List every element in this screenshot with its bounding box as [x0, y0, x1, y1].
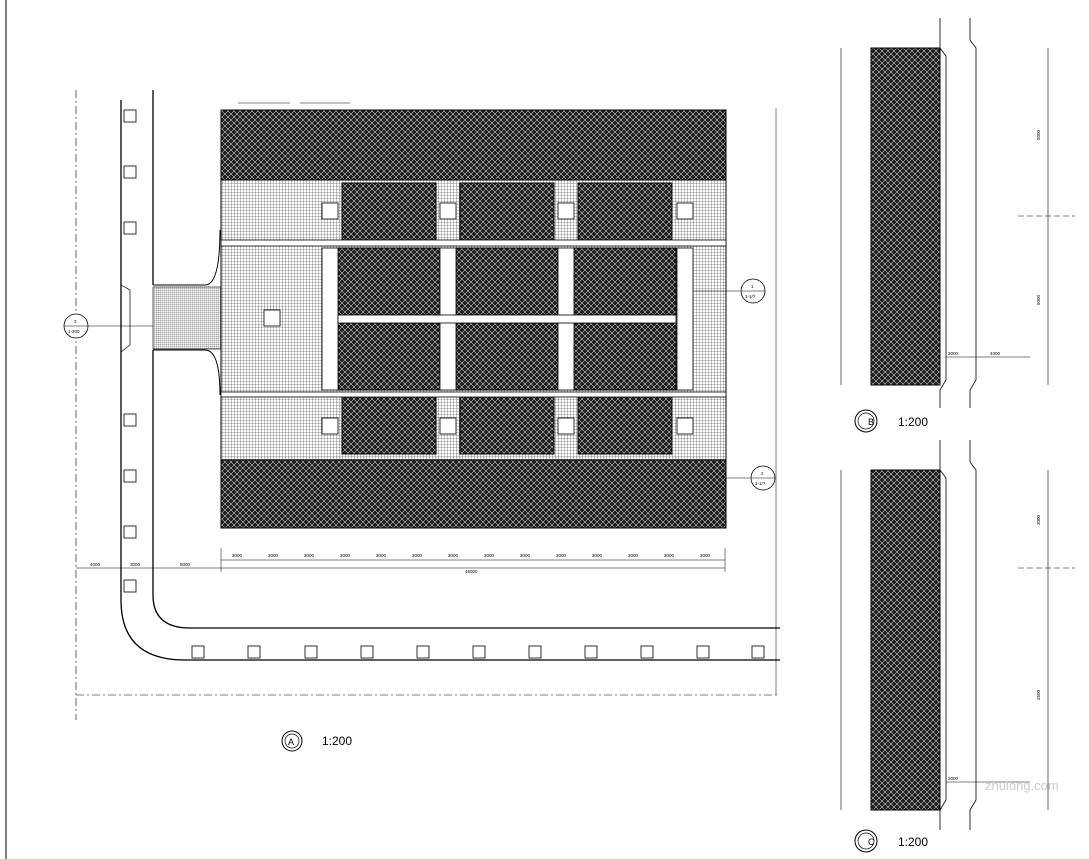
tree-pits-left: [123, 109, 137, 593]
svg-text:1-1/?: 1-1/?: [755, 481, 766, 486]
svg-text:2: 2: [761, 471, 764, 476]
dim-label: 3000: [268, 553, 279, 558]
plan-c-paving: [870, 469, 941, 811]
plaza-top-band: [220, 109, 727, 181]
road-outer-curb: [120, 100, 780, 661]
dim-label: 3000: [484, 553, 495, 558]
road-inner-curb: [152, 90, 780, 629]
left-dim-label: 5000: [180, 562, 191, 567]
bottom-dimension-labels: 3000 3000 3000 3000 3000 3000 3000 3000 …: [90, 553, 711, 574]
svg-text:3: 3: [74, 319, 77, 324]
dim-label: 2000: [948, 776, 959, 781]
dim-label: 3000: [700, 553, 711, 558]
entrance-paving: [152, 286, 222, 350]
left-dim-label: 4000: [90, 562, 101, 567]
dim-label: 3000: [556, 553, 567, 558]
svg-text:1-200: 1-200: [68, 329, 80, 334]
plan-marker-letter: C: [868, 837, 875, 847]
total-width-label: 45000: [465, 569, 478, 574]
dim-label: 3000: [520, 553, 531, 558]
dim-label: 3000: [412, 553, 423, 558]
section-callout-3: 3 1-200: [63, 313, 153, 339]
bottom-dimension-chain: [76, 548, 726, 572]
dim-label: 3000: [232, 553, 243, 558]
dim-label: 3000: [376, 553, 387, 558]
plan-marker-letter: A: [288, 737, 294, 747]
dim-label: 3000: [304, 553, 315, 558]
plan-a-title: A 1:200: [281, 730, 352, 752]
dim-label: 3000: [664, 553, 675, 558]
plan-b: 5000 5000 2000 4000 B 1:200: [840, 18, 1075, 433]
plan-marker-letter: B: [868, 417, 874, 427]
plan-a: 3000 3000 3000 3000 3000 3000 3000 3000 …: [63, 90, 780, 752]
tree-pits-bottom: [191, 645, 765, 659]
plaza-bottom-band: [220, 459, 727, 529]
section-callout-1: 1 1-1/?: [693, 278, 766, 304]
section-callout-2: 2 1-1/?: [726, 465, 776, 491]
dim-label: 3000: [1036, 514, 1041, 525]
plan-scale-label: 1:200: [898, 835, 928, 849]
dim-label: 2000: [948, 351, 959, 356]
plan-c-title: C 1:200: [854, 829, 928, 853]
dim-label: 3000: [340, 553, 351, 558]
dim-label: 3000: [592, 553, 603, 558]
left-dim-label: 3000: [130, 562, 141, 567]
dim-label: 4000: [990, 351, 1001, 356]
plan-c: 3000 2500 2000 C 1:200: [840, 440, 1075, 853]
svg-text:1: 1: [751, 284, 754, 289]
svg-text:1-1/?: 1-1/?: [745, 294, 756, 299]
watermark: zhulong.com: [985, 778, 1059, 793]
central-panels: [337, 182, 677, 455]
plan-b-paving: [870, 47, 941, 386]
dim-label: 2500: [1036, 689, 1041, 700]
planters: [263, 202, 694, 435]
dim-label: 5000: [1036, 129, 1041, 140]
plan-scale-label: 1:200: [322, 734, 352, 748]
dim-label: 5000: [1036, 294, 1041, 305]
walkways: [220, 239, 727, 398]
dim-label: 3000: [628, 553, 639, 558]
plan-scale-label: 1:200: [898, 415, 928, 429]
plan-b-title: B 1:200: [854, 409, 928, 433]
dim-label: 3000: [448, 553, 459, 558]
